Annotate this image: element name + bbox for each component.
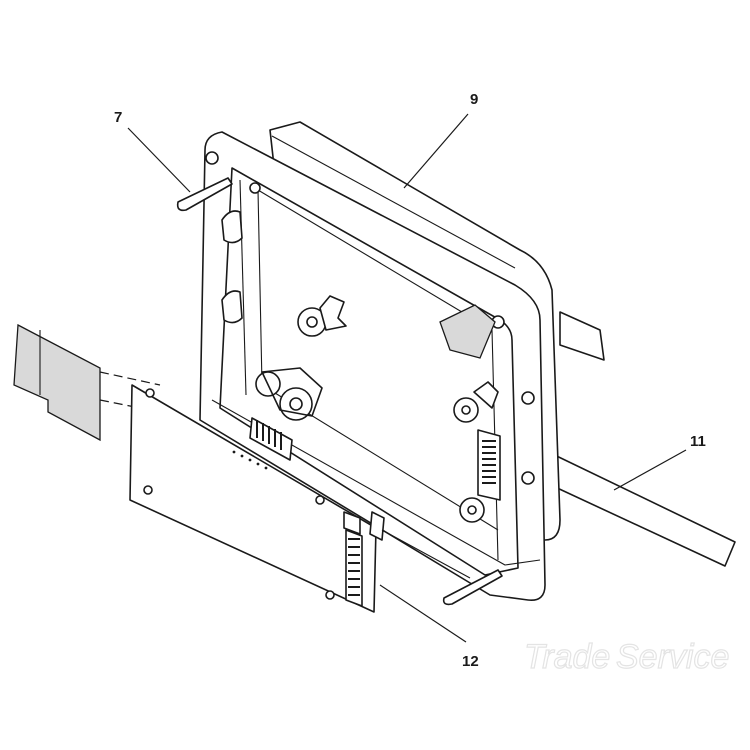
leader-line-12 <box>379 584 467 643</box>
circuit-board-12 <box>129 384 471 613</box>
callout-9: 9 <box>470 91 478 108</box>
callout-11: 11 <box>690 433 706 450</box>
connector-pins <box>249 417 293 461</box>
mounting-boss-upper <box>297 295 347 337</box>
watermark-word-1: Trade <box>524 638 610 676</box>
spring-clip-lower <box>442 569 503 606</box>
leader-line-9 <box>403 113 469 189</box>
trade-service-watermark: Trade Service <box>523 637 730 676</box>
watermark-word-2: Service <box>616 638 729 676</box>
leader-line-11 <box>613 449 687 491</box>
mounting-boss-right <box>453 381 501 523</box>
leader-line-7 <box>127 127 191 193</box>
mounting-boss-lower-left <box>255 367 323 421</box>
callout-12: 12 <box>462 653 479 670</box>
cable-11 <box>539 447 736 567</box>
callout-7: 7 <box>114 109 122 126</box>
spring-clip-7-upper <box>176 177 233 212</box>
